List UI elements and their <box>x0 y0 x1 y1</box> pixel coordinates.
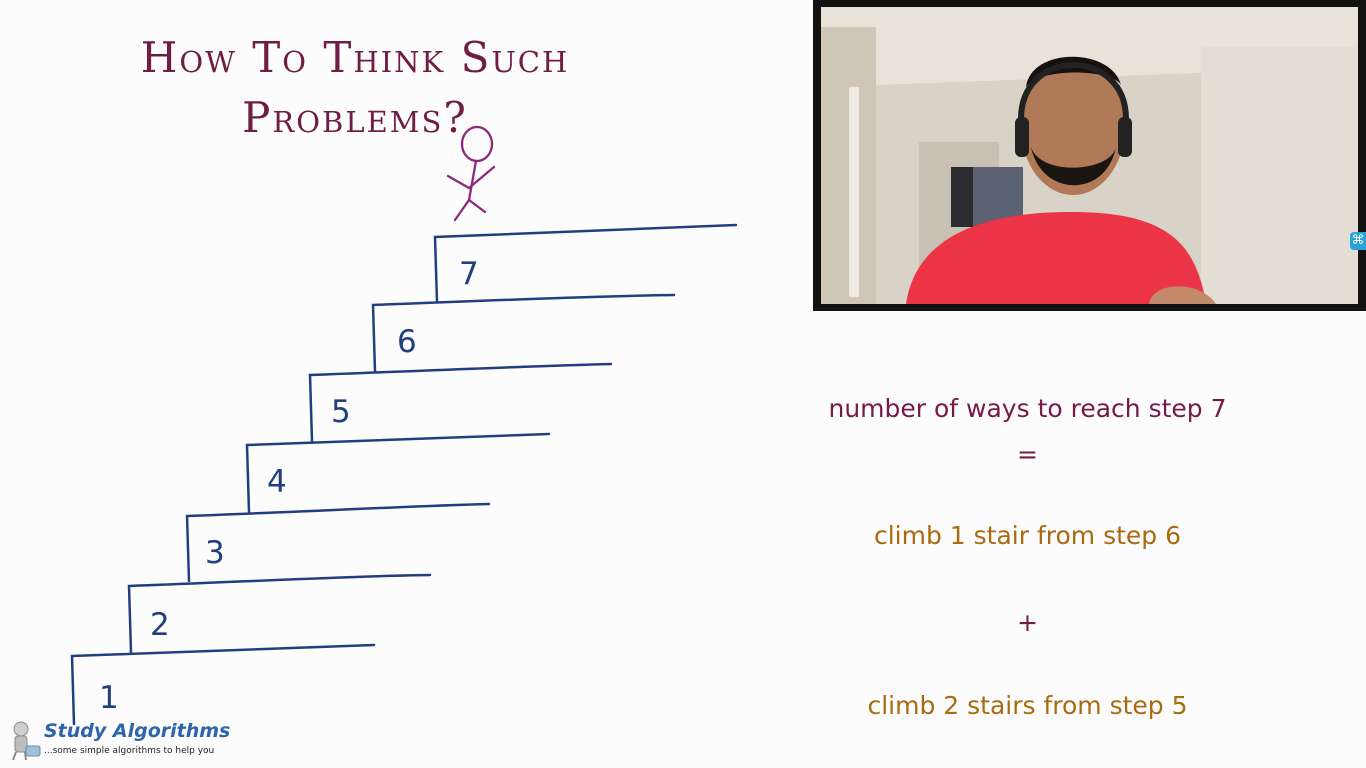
step-label-6: 6 <box>397 324 417 360</box>
formula-term2: climb 2 stairs from step 5 <box>867 691 1188 720</box>
step-label-4: 4 <box>267 464 287 500</box>
presenter-video-frame <box>821 7 1358 304</box>
slide-title-line1: How To Think Such <box>140 33 570 82</box>
command-icon[interactable]: ⌘ <box>1350 232 1366 250</box>
webcam-video <box>821 7 1358 304</box>
slide-title-line2: Problems? <box>242 93 468 142</box>
stick-figure-icon <box>446 125 496 222</box>
step-label-2: 2 <box>150 607 170 643</box>
mascot-icon <box>12 721 41 761</box>
stair-step-1 <box>70 643 376 726</box>
step-label-7: 7 <box>459 256 479 292</box>
formula-term1: climb 1 stair from step 6 <box>873 521 1182 550</box>
brand-name: Study Algorithms <box>44 720 231 742</box>
stair-step-2 <box>127 573 432 654</box>
stair-step-5 <box>308 362 613 443</box>
step-label-3: 3 <box>205 535 225 571</box>
staircase-diagram <box>70 125 738 726</box>
formula-plus: + <box>1017 608 1038 637</box>
webcam-overlay <box>813 0 1366 311</box>
slide-title: How To Think Such Problems? <box>40 28 670 148</box>
stair-step-6 <box>371 293 676 374</box>
brand-logo: Study Algorithms ...some simple algorith… <box>10 718 250 762</box>
brand-tagline: ...some simple algorithms to help you <box>44 746 215 756</box>
staircase-lines <box>70 223 738 726</box>
stair-step-4 <box>245 432 551 514</box>
step-label-1: 1 <box>99 680 119 716</box>
stair-step-7 <box>433 223 738 304</box>
stair-step-3 <box>185 502 491 583</box>
formula-equals: = <box>1017 440 1038 469</box>
step-label-5: 5 <box>331 394 351 430</box>
formula-lhs: number of ways to reach step 7 <box>828 394 1227 423</box>
